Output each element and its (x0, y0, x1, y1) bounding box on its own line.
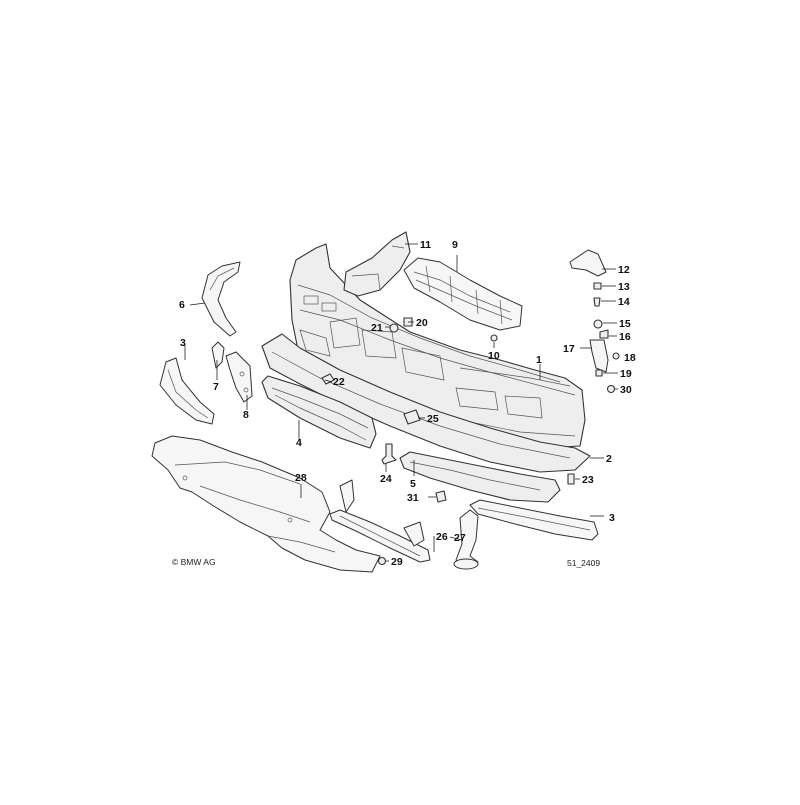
callout-25: 25 (427, 413, 439, 425)
callout-2: 2 (606, 453, 612, 465)
diagram-number: 51_2409 (567, 558, 600, 568)
callout-23: 23 (582, 474, 594, 486)
callout-6: 6 (179, 299, 185, 311)
part-26-tray-support (329, 479, 431, 563)
callout-5: 5 (410, 478, 416, 490)
callout-31: 31 (407, 492, 419, 504)
leader-lines (184, 243, 618, 562)
part-3-right-trim (469, 499, 599, 541)
callout-1: 1 (536, 354, 542, 366)
hardware-right (589, 282, 620, 394)
callout-15: 15 (619, 318, 631, 330)
part-6-corner-trim (201, 261, 241, 337)
part-29-bolt (377, 556, 387, 566)
part-28-under-tray (151, 435, 381, 573)
part-4-absorber (261, 375, 377, 449)
part-11-air-duct (343, 231, 411, 297)
callout-21: 21 (371, 322, 383, 334)
part-27-strut (453, 509, 479, 570)
part-8-bracket (225, 351, 253, 403)
callout-16: 16 (619, 331, 631, 343)
callout-4: 4 (296, 437, 302, 449)
callout-14: 14 (618, 296, 630, 308)
part-7-clip (211, 341, 225, 369)
callout-10: 10 (488, 350, 500, 362)
callout-7: 7 (213, 381, 219, 393)
copyright-text: © BMW AG (172, 557, 216, 567)
part-3-left-trim (159, 357, 215, 425)
callout-17: 17 (563, 343, 575, 355)
callout-26: 26 (436, 531, 448, 543)
callout-11: 11 (420, 239, 431, 251)
callout-9: 9 (452, 239, 458, 251)
callout-24: 24 (380, 473, 392, 485)
callout-28: 28 (295, 472, 307, 484)
callout-8: 8 (243, 409, 249, 421)
callout-3-left: 3 (180, 337, 186, 349)
callout-30: 30 (620, 384, 632, 396)
callout-22: 22 (333, 376, 345, 388)
part-12-bracket (569, 249, 607, 277)
callout-20: 20 (416, 317, 428, 329)
callout-3-right: 3 (609, 512, 615, 524)
callout-labels: 1 2 3 3 4 5 6 7 8 9 10 11 12 13 14 15 16… (179, 239, 636, 568)
callout-29: 29 (391, 556, 403, 568)
callout-18: 18 (624, 352, 636, 364)
callout-27: 27 (454, 532, 466, 544)
callout-13: 13 (618, 281, 630, 293)
part-9-grille (403, 257, 523, 331)
callout-19: 19 (620, 368, 632, 380)
part-5-lower-support (399, 451, 561, 503)
callout-12: 12 (618, 264, 630, 276)
